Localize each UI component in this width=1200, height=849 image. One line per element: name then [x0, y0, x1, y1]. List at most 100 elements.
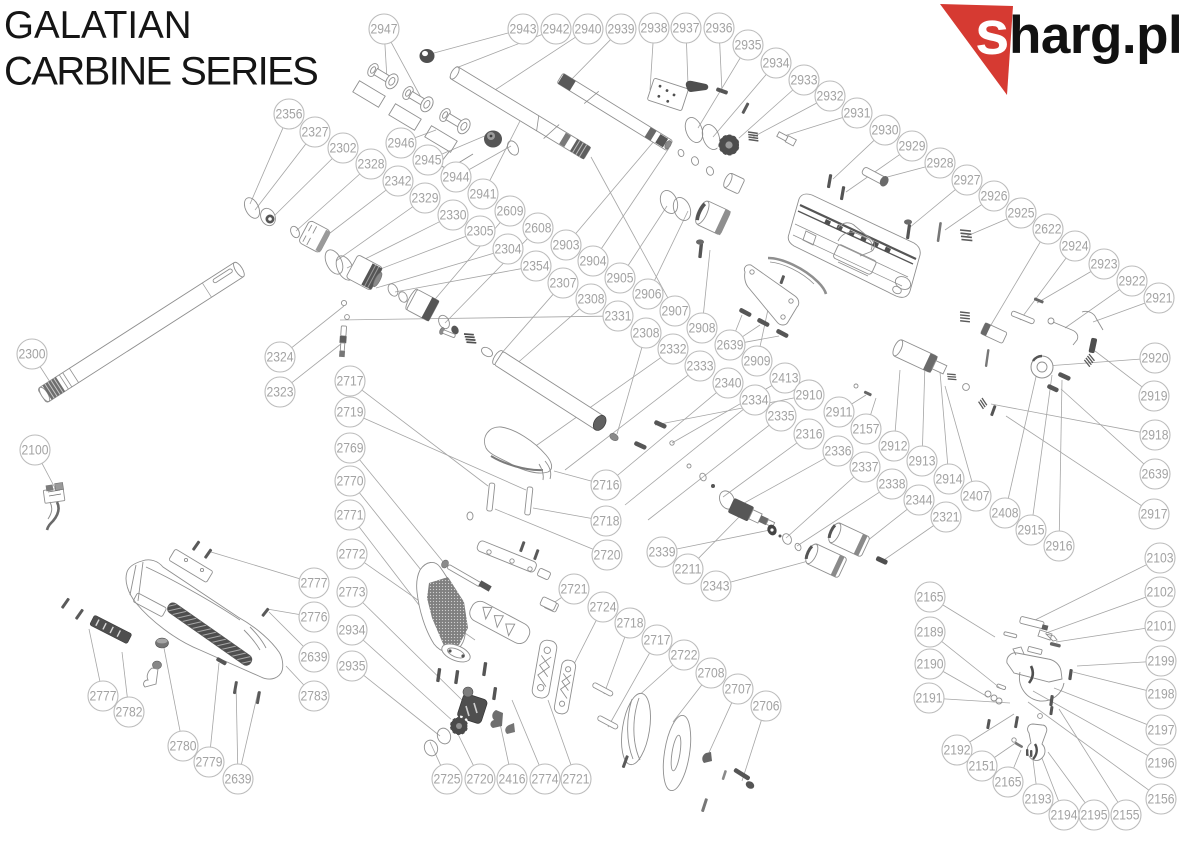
svg-text:2639: 2639	[1142, 467, 1169, 482]
svg-text:2947: 2947	[371, 22, 398, 37]
svg-text:2339: 2339	[649, 545, 676, 560]
svg-text:2323: 2323	[267, 385, 294, 400]
svg-text:2941: 2941	[470, 187, 497, 202]
svg-text:2151: 2151	[969, 759, 996, 774]
svg-text:2706: 2706	[753, 699, 780, 714]
svg-text:2708: 2708	[698, 666, 725, 681]
svg-text:2328: 2328	[358, 157, 385, 172]
svg-text:2776: 2776	[301, 610, 328, 625]
svg-text:2783: 2783	[301, 689, 328, 704]
svg-text:2773: 2773	[339, 585, 366, 600]
svg-text:s: s	[975, 0, 1009, 68]
svg-text:2198: 2198	[1148, 687, 1175, 702]
svg-text:2772: 2772	[339, 547, 366, 562]
svg-text:2904: 2904	[580, 254, 607, 269]
svg-text:2944: 2944	[443, 170, 470, 185]
svg-text:2717: 2717	[337, 374, 364, 389]
svg-text:2913: 2913	[909, 454, 936, 469]
svg-text:2782: 2782	[116, 705, 143, 720]
svg-text:2911: 2911	[826, 405, 853, 420]
svg-text:2156: 2156	[1148, 792, 1175, 807]
svg-text:2316: 2316	[796, 427, 823, 442]
svg-text:2199: 2199	[1148, 654, 1175, 669]
svg-text:harg.pl: harg.pl	[1009, 6, 1182, 65]
svg-text:2946: 2946	[388, 136, 415, 151]
svg-text:2920: 2920	[1142, 351, 1169, 366]
svg-text:2100: 2100	[22, 443, 49, 458]
svg-text:2718: 2718	[593, 514, 620, 529]
svg-text:2906: 2906	[635, 287, 662, 302]
svg-text:2938: 2938	[641, 21, 668, 36]
svg-text:2103: 2103	[1147, 551, 1174, 566]
svg-text:2777: 2777	[301, 576, 328, 591]
svg-text:2195: 2195	[1081, 808, 1108, 823]
svg-text:2908: 2908	[689, 321, 716, 336]
svg-text:2324: 2324	[267, 350, 294, 365]
svg-text:2608: 2608	[525, 221, 552, 236]
svg-text:2639: 2639	[717, 338, 744, 353]
svg-text:2191: 2191	[916, 691, 943, 706]
svg-text:2321: 2321	[933, 510, 960, 525]
svg-text:2771: 2771	[337, 508, 364, 523]
svg-text:2622: 2622	[1035, 222, 1062, 237]
svg-text:2305: 2305	[467, 224, 494, 239]
svg-text:2934: 2934	[339, 623, 366, 638]
svg-text:2327: 2327	[302, 125, 329, 140]
svg-text:2408: 2408	[992, 506, 1019, 521]
svg-text:2334: 2334	[742, 393, 769, 408]
svg-text:2639: 2639	[225, 772, 252, 787]
svg-text:2716: 2716	[593, 478, 620, 493]
svg-text:2928: 2928	[927, 156, 954, 171]
svg-text:2905: 2905	[607, 271, 634, 286]
svg-text:2909: 2909	[744, 354, 771, 369]
svg-text:2717: 2717	[644, 633, 671, 648]
svg-text:2929: 2929	[899, 139, 926, 154]
svg-text:2413: 2413	[772, 371, 799, 386]
svg-text:2777: 2777	[90, 689, 117, 704]
svg-text:2416: 2416	[499, 772, 526, 787]
svg-text:2304: 2304	[495, 242, 522, 257]
svg-text:2329: 2329	[412, 191, 439, 206]
svg-text:2340: 2340	[715, 376, 742, 391]
svg-text:2719: 2719	[337, 405, 364, 420]
svg-text:2211: 2211	[675, 562, 702, 577]
svg-text:2770: 2770	[337, 474, 364, 489]
svg-text:2907: 2907	[662, 304, 689, 319]
svg-text:2331: 2331	[605, 309, 632, 324]
svg-text:2915: 2915	[1018, 523, 1045, 538]
svg-text:2922: 2922	[1119, 274, 1146, 289]
svg-text:2157: 2157	[853, 422, 880, 437]
svg-text:2330: 2330	[440, 208, 467, 223]
svg-text:2931: 2931	[844, 106, 871, 121]
svg-text:2354: 2354	[523, 259, 550, 274]
svg-text:2918: 2918	[1142, 428, 1169, 443]
svg-text:2190: 2190	[917, 657, 944, 672]
svg-text:2300: 2300	[19, 347, 46, 362]
svg-text:2338: 2338	[879, 477, 906, 492]
svg-text:2720: 2720	[467, 772, 494, 787]
svg-text:2769: 2769	[337, 441, 364, 456]
svg-text:2919: 2919	[1141, 389, 1168, 404]
svg-text:GALATIAN: GALATIAN	[4, 4, 192, 47]
svg-text:2343: 2343	[703, 579, 730, 594]
svg-text:2926: 2926	[981, 189, 1008, 204]
svg-text:2192: 2192	[944, 743, 971, 758]
svg-text:2155: 2155	[1113, 808, 1140, 823]
svg-text:2102: 2102	[1147, 585, 1174, 600]
svg-text:2934: 2934	[763, 56, 790, 71]
svg-text:2718: 2718	[617, 616, 644, 631]
svg-text:2923: 2923	[1091, 257, 1118, 272]
svg-text:2332: 2332	[660, 342, 687, 357]
svg-text:2639: 2639	[301, 650, 328, 665]
svg-text:2940: 2940	[575, 22, 602, 37]
svg-text:2342: 2342	[385, 174, 412, 189]
svg-text:2193: 2193	[1025, 792, 1052, 807]
svg-text:2774: 2774	[532, 772, 559, 787]
svg-text:2943: 2943	[510, 22, 537, 37]
svg-text:2722: 2722	[671, 648, 698, 663]
svg-text:2921: 2921	[1146, 291, 1173, 306]
svg-text:2189: 2189	[917, 625, 944, 640]
svg-text:2936: 2936	[706, 21, 733, 36]
svg-text:2721: 2721	[563, 772, 590, 787]
svg-text:2302: 2302	[330, 141, 357, 156]
